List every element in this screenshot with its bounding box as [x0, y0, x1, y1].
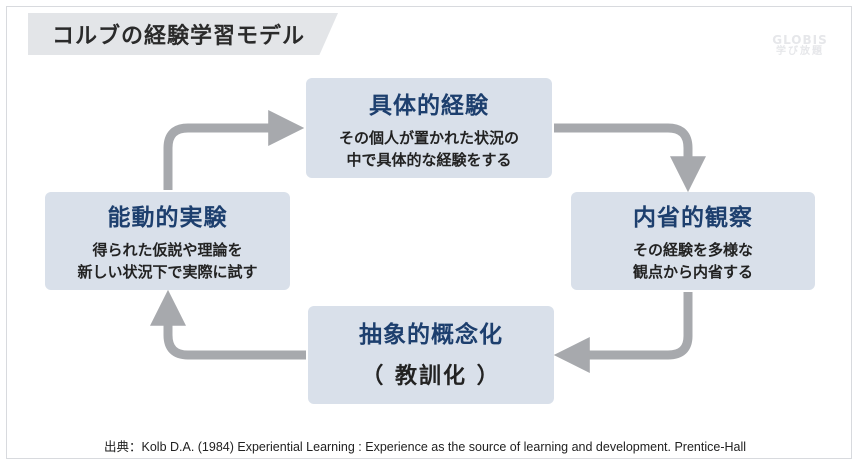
arrow-top-to-right [554, 123, 706, 193]
stage-title: 具体的経験 [369, 93, 489, 119]
stage-title: 能動的実験 [107, 205, 228, 231]
stage-active-experimentation: 能動的実験 得られた仮説や理論を 新しい状況下で実際に試す [45, 192, 290, 290]
arrow-left-to-top [163, 110, 305, 190]
watermark-line2: 学び放題 [776, 45, 824, 57]
stage-desc-line1: その経験を多様な [632, 241, 753, 259]
stage-reflective-observation: 内省的観察 その経験を多様な 観点から内省する [571, 192, 815, 290]
stage-desc-line1: 得られた仮説や理論を [92, 241, 243, 259]
stage-concrete-experience: 具体的経験 その個人が置かれた状況の 中で具体的な経験をする [306, 78, 552, 178]
stage-desc-line1: その個人が置かれた状況の [338, 129, 519, 147]
stage-desc-line2: 新しい状況下で実際に試す [77, 263, 258, 281]
arrow-bottom-to-left [150, 289, 306, 360]
title-banner [28, 13, 338, 55]
stage-desc-line2: 観点から内省する [632, 263, 753, 281]
source-citation: 出典：Kolb D.A. (1984) Experiential Learnin… [104, 440, 747, 454]
stage-subtitle: （ 教訓化 ） [361, 364, 501, 389]
stage-desc-line2: 中で具体的な経験をする [346, 151, 512, 169]
arrow-right-to-bottom [553, 292, 693, 373]
stage-title: 抽象的概念化 [359, 322, 503, 348]
watermark-logo: GLOBIS 学び放題 [765, 34, 835, 57]
watermark-line1: GLOBIS [772, 33, 828, 47]
stage-title: 内省的観察 [633, 205, 753, 231]
slide-title: コルブの経験学習モデル [52, 24, 306, 49]
stage-abstract-conceptualization: 抽象的概念化 （ 教訓化 ） [308, 306, 554, 404]
